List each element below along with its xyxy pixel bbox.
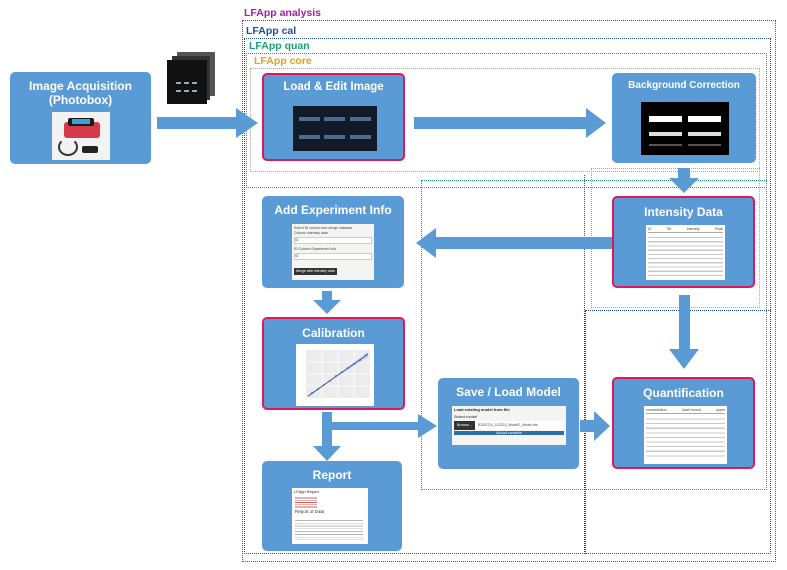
background-correction-title: Background Correction [628, 80, 740, 91]
arrow-model-to-quantification [580, 411, 610, 441]
arrow-intensity-to-experiment [416, 228, 612, 258]
region-lfapp-analysis [242, 20, 776, 562]
region-label-cal: LFApp cal [246, 25, 297, 37]
report-doc-body [295, 518, 363, 540]
experiment-form-select: ID [294, 253, 372, 260]
strip-image [299, 135, 320, 139]
load-edit-image-title: Load & Edit Image [283, 81, 384, 93]
report-title: Report [312, 468, 352, 482]
model-loader-thumbnail: Load existing model from file Select mod… [452, 406, 566, 445]
image-stack [163, 52, 215, 104]
quantification-table-rows [646, 415, 725, 460]
stack-strip [176, 82, 181, 84]
region-label-analysis: LFApp analysis [244, 7, 322, 19]
strip-image [324, 117, 345, 121]
stack-strip [184, 90, 189, 92]
add-experiment-info-box: Add Experiment Info Select ID column and… [262, 196, 404, 288]
quantification-title: Quantification [643, 386, 724, 400]
experiment-form-option: Column intensity data [294, 230, 328, 235]
intensity-col: Str [666, 227, 672, 231]
calibration-plot [306, 350, 370, 398]
image-acquisition-box: Image Acquisition (Photobox) [10, 72, 151, 164]
report-doc-redlines [295, 496, 317, 508]
save-load-model-box: Save / Load Model Load existing model fr… [438, 378, 579, 469]
corrected-band [649, 132, 682, 136]
intensity-table-header: ID Str Intensity Peak [648, 227, 723, 233]
browse-button: Browse... [454, 421, 475, 430]
strip-image [299, 117, 320, 121]
intensity-col: Peak [715, 227, 723, 231]
model-file-row: Browse... 20220711_112223_ModelC_Model.r… [454, 421, 564, 430]
arrow-load-to-background [414, 108, 606, 138]
report-box: Report LFApp Report Report of Data [262, 461, 402, 551]
background-correction-box: Background Correction [612, 73, 756, 163]
stack-strip [192, 82, 197, 84]
quantification-col: concentration [646, 408, 668, 412]
region-label-core: LFApp core [254, 55, 312, 67]
corrected-band [688, 144, 721, 146]
stack-strip [176, 90, 181, 92]
add-experiment-info-title: Add Experiment Info [274, 203, 392, 217]
region-cal-lower-mask [244, 175, 585, 554]
strip-image [350, 135, 371, 139]
arrow-acquisition-to-load [157, 108, 258, 138]
calibration-box: Calibration [262, 317, 405, 410]
photobox-reader [82, 146, 98, 153]
model-file-name: 20220711_112223_ModelC_Model.rds [474, 421, 564, 430]
merge-button: Merge with intensity data [294, 268, 337, 275]
corrected-band [649, 144, 682, 146]
intensity-col: ID [648, 227, 652, 231]
experiment-form-select: ID [294, 237, 372, 244]
photobox-screen [72, 119, 90, 124]
corrected-band [688, 132, 721, 136]
quantification-table-thumbnail: concentration lower bound upper [644, 406, 727, 464]
background-corrected-thumbnail [641, 102, 729, 155]
quantification-col: upper [716, 408, 725, 412]
strip-image [324, 135, 345, 139]
region-lfapp-quan-lower [421, 180, 767, 490]
quantification-box: Quantification concentration lower bound… [612, 377, 755, 469]
arrow-background-to-intensity [669, 168, 699, 193]
report-document-thumbnail: LFApp Report Report of Data [292, 488, 368, 544]
photobox-cable [58, 138, 78, 156]
intensity-table-rows [648, 234, 723, 276]
model-loader-heading: Load existing model from file [454, 408, 510, 412]
arrow-calibration-to-report [313, 412, 341, 461]
intensity-data-title: Intensity Data [644, 205, 723, 219]
strip-image [350, 117, 371, 121]
image-acquisition-subtitle: (Photobox) [48, 93, 113, 107]
quantification-table-header: concentration lower bound upper [646, 408, 725, 414]
arrow-intensity-to-quantification [669, 295, 699, 369]
photobox-device [64, 122, 100, 138]
photobox-icon [52, 112, 110, 160]
corrected-band [688, 116, 721, 122]
stack-strip [184, 82, 189, 84]
model-loader-label: Select model [454, 414, 478, 419]
calibration-plot-thumbnail [296, 344, 374, 406]
save-load-model-title: Save / Load Model [456, 385, 561, 399]
experiment-form-line: ID Column Experiment Info [294, 246, 337, 251]
intensity-col: Intensity [686, 227, 700, 231]
region-label-quan: LFApp quan [249, 40, 310, 52]
report-doc-heading: Report of Data [295, 510, 325, 514]
quantification-col: lower bound [681, 408, 702, 412]
experiment-form-line: Select ID column and merge datasets [294, 226, 353, 230]
report-doc-title: LFApp Report [294, 490, 319, 494]
load-edit-image-box: Load & Edit Image [262, 73, 405, 161]
intensity-data-box: Intensity Data ID Str Intensity Peak [612, 196, 755, 288]
load-image-thumbnail [293, 106, 377, 151]
arrow-experiment-to-calibration [313, 291, 341, 314]
stack-strip [192, 90, 197, 92]
experiment-form-thumbnail: Select ID column and merge datasets Colu… [292, 224, 374, 280]
intensity-table-thumbnail: ID Str Intensity Peak [646, 225, 725, 280]
arrow-calibration-to-model [332, 414, 437, 438]
corrected-band [649, 116, 682, 122]
upload-progress-bar: Upload complete [454, 430, 564, 436]
calibration-title: Calibration [302, 326, 365, 340]
image-acquisition-title: Image Acquisition [29, 79, 132, 93]
